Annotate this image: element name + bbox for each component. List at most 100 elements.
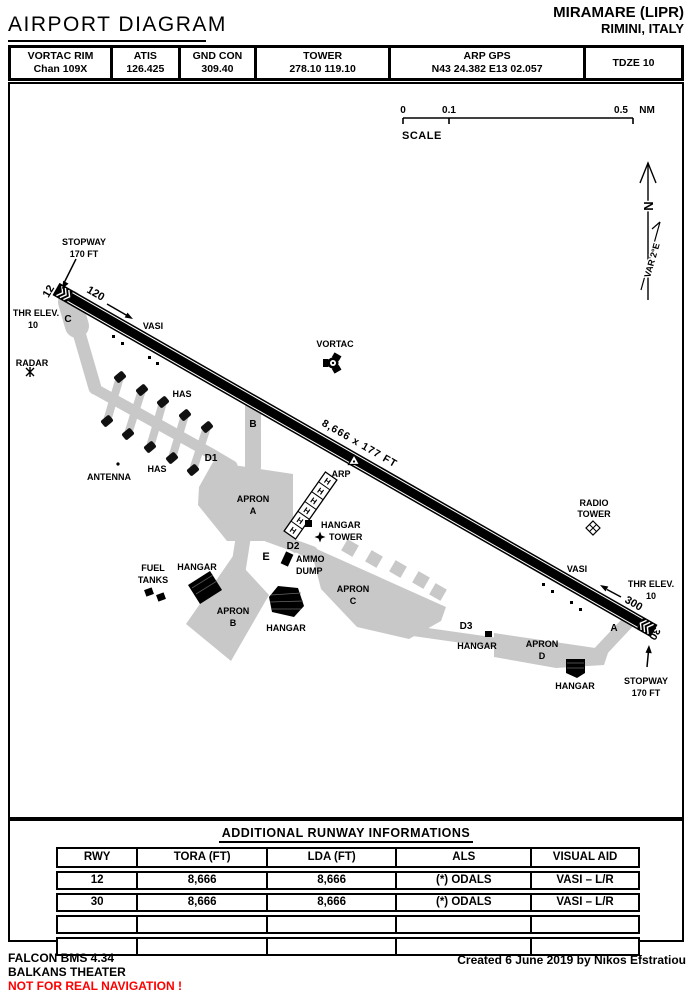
has-shelter-icon xyxy=(157,396,169,408)
arpgps-label: ARP GPS xyxy=(463,50,511,62)
buildings xyxy=(25,335,601,678)
apron-c-stand xyxy=(429,583,447,601)
vortac-name: VORTAC RIM xyxy=(27,50,94,62)
apron-c-stand xyxy=(412,571,430,589)
cell-rwy: 12 xyxy=(90,874,104,886)
info-cell-atis: ATIS 126.425 xyxy=(109,48,178,78)
table-row: 12 8,666 8,666 (*) ODALS VASI – L/R xyxy=(56,871,640,890)
apron-b-letter: B xyxy=(230,618,237,628)
arp-icon xyxy=(347,453,361,466)
helipad-h: H xyxy=(322,476,332,487)
diagram-frame xyxy=(8,82,684,819)
airport-header: MIRAMARE (LIPR) RIMINI, ITALY xyxy=(553,5,684,37)
vortac-channel: Chan 109X xyxy=(33,63,88,75)
cell-als: (*) ODALS xyxy=(395,895,530,910)
apron-a-shape xyxy=(198,462,293,541)
arp-label: ARP xyxy=(331,469,350,479)
radio-tower-label-1: RADIO xyxy=(580,498,609,508)
col-header-tora: TORA (FT) xyxy=(136,849,266,866)
footer: FALCON BMS 4.34 BALKANS THEATER NOT FOR … xyxy=(8,951,182,993)
hangar-west-label: HANGAR xyxy=(177,562,217,572)
stopway-30-pointer-head xyxy=(645,645,652,654)
stopway-12-label: STOPWAY xyxy=(62,237,106,247)
thr-elev-12-value: 10 xyxy=(28,320,38,330)
has-shelter-icon xyxy=(166,452,178,464)
stopway-30-length: 170 FT xyxy=(632,688,661,698)
info-cell-vortac: VORTAC RIM Chan 109X xyxy=(11,48,110,78)
airport-name: MIRAMARE (LIPR) xyxy=(553,4,684,21)
frequency-strip: VORTAC RIM Chan 109X ATIS 126.425 GND CO… xyxy=(8,45,684,81)
apron-d-label: APRON xyxy=(526,639,559,649)
has-stub-upper xyxy=(109,373,211,453)
apron-c-shape xyxy=(310,546,446,639)
has-shelter-icon xyxy=(201,421,213,433)
tower-label: TOWER xyxy=(303,50,343,62)
runway-info-panel: ADDITIONAL RUNWAY INFORMATIONS RWY TORA … xyxy=(8,819,684,956)
north-arrow: N VAR 2°E xyxy=(639,161,663,300)
vasi-east-label: VASI xyxy=(567,564,587,574)
vortac-label: VORTAC xyxy=(316,339,354,349)
apron-stand xyxy=(297,542,315,560)
stopway-12-length: 170 FT xyxy=(70,249,99,259)
aprons xyxy=(186,462,609,668)
runway-info-table: RWY TORA (FT) LDA (FT) ALS VISUAL AID 12… xyxy=(56,847,640,959)
runway-12-number: 12 xyxy=(41,283,58,300)
runway-12-30 xyxy=(52,282,658,638)
radar-label: RADAR xyxy=(16,358,49,368)
radio-tower-icon xyxy=(585,520,601,536)
taxiway-d3-label: D3 xyxy=(460,621,473,632)
has-stub-lower xyxy=(103,395,204,474)
hangar-central-stripes xyxy=(269,592,304,610)
thr-elev-30-value: 10 xyxy=(646,591,656,601)
stopway-12-pointer-head xyxy=(62,280,69,289)
gndcon-freq: 309.40 xyxy=(201,63,234,75)
col-header-rwy: RWY xyxy=(83,851,111,863)
tower-label: TOWER xyxy=(329,532,363,542)
info-cell-tdze: TDZE 10 xyxy=(583,48,681,78)
has-shelter-icon xyxy=(114,371,126,383)
ammo-dump-label-2: DUMP xyxy=(296,566,323,576)
apron-stand xyxy=(269,529,287,547)
thr-elev-12-label: THR ELEV. xyxy=(13,308,59,318)
apron-a-letter: A xyxy=(250,506,257,516)
taxiway-c-label: C xyxy=(64,314,71,325)
helipad-dividers xyxy=(290,481,331,530)
helipad-h: H xyxy=(295,515,305,526)
atis-freq: 126.425 xyxy=(126,63,165,75)
hangar-west-stripes xyxy=(191,574,218,595)
vasi-light-icon xyxy=(542,583,545,586)
vasi-lights-east xyxy=(542,583,582,611)
taxiway-a-label: A xyxy=(610,623,617,634)
hangar-central-label: HANGAR xyxy=(266,623,306,633)
has-shelter-icon xyxy=(179,409,191,421)
cell-lda: 8,666 xyxy=(265,873,396,888)
cell-tora: 8,666 xyxy=(136,873,266,888)
hangar-east-label: HANGAR xyxy=(555,681,595,691)
antenna-icon xyxy=(116,462,120,466)
cell-tora: 8,666 xyxy=(136,895,266,910)
taxiway-d2-label: D2 xyxy=(287,541,300,552)
vasi-light-icon xyxy=(551,590,554,593)
col-header-als: ALS xyxy=(395,849,530,866)
scale-tick-05: 0.5 xyxy=(614,105,628,116)
apron-stand xyxy=(284,536,302,554)
tower-icon xyxy=(314,531,326,543)
helipad-h: H xyxy=(288,525,298,536)
apron-c-stand xyxy=(389,560,407,578)
col-header-lda: LDA (FT) xyxy=(265,849,396,866)
heading-300-arrowhead xyxy=(600,585,609,592)
atis-label: ATIS xyxy=(133,50,157,62)
cell-rwy: 30 xyxy=(90,896,104,908)
cell-visual-aid: VASI – L/R xyxy=(530,873,638,888)
has-shelter-icon xyxy=(101,415,113,427)
has-shelter-icon xyxy=(136,384,148,396)
apron-b-label: APRON xyxy=(217,606,250,616)
vasi-light-icon xyxy=(579,608,582,611)
has-shelter-icon xyxy=(122,428,134,440)
scale-tick-01: 0.1 xyxy=(442,105,456,116)
cell-als: (*) ODALS xyxy=(395,873,530,888)
hangar-d3-label: HANGAR xyxy=(457,641,497,651)
info-cell-gndcon: GND CON 309.40 xyxy=(177,48,254,78)
airport-location: RIMINI, ITALY xyxy=(600,21,684,36)
